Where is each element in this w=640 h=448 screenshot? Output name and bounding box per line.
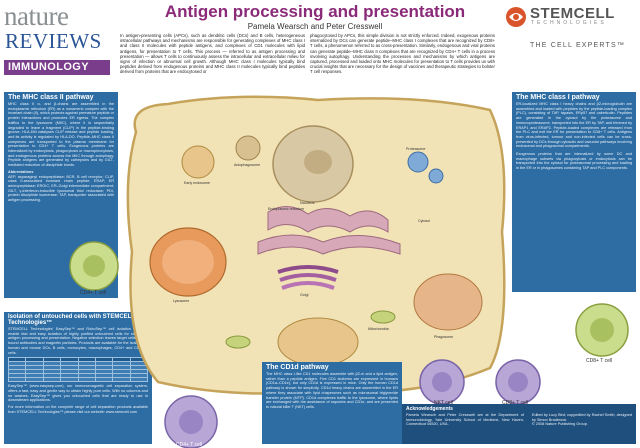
ack-copyright: © 2008 Nature Publishing Group. (531, 422, 588, 427)
intro-text-col2: phagocytosed by APCs, this simple divisi… (310, 33, 495, 75)
poster-authors: Pamela Wearsch and Peter Cresswell (247, 22, 383, 31)
stemcell-logo-icon (506, 7, 526, 27)
mhc-class-ii-text: MHC class II α- and β-chains are assembl… (8, 102, 114, 168)
cd1-lysosome (277, 317, 359, 367)
stemcell-slogan: THE CELL EXPERTS™ (530, 42, 626, 49)
mhc-class-i-text-2: Exogenous proteins that are internalized… (516, 152, 632, 171)
nature-logo: nature (4, 1, 69, 31)
phagosome-label: Phagosome (434, 335, 453, 339)
stemcell-tag: TECHNOLOGIES (531, 20, 607, 26)
tcell-left-label: CD4+ T cell (80, 290, 106, 296)
autophagosome-label: Autophagosome (234, 163, 260, 167)
immunology-logo: IMMUNOLOGY (4, 60, 110, 75)
cd1d-title: The CD1d pathway (266, 364, 329, 371)
ack-text: Pamela Wearsch and Peter Cresswell are a… (406, 413, 524, 427)
phagosome (413, 273, 483, 331)
mhc-class-i-title: The MHC class I pathway (516, 94, 600, 101)
cd8-label: CD8+ T cell (502, 400, 528, 406)
cd4-label: CD4+ T cell (176, 442, 202, 448)
early-endosome (181, 145, 215, 179)
endosome-label: Early endosome (184, 181, 210, 185)
poster-title: Antigen processing and presentation (164, 2, 466, 21)
endoplasmic-reticulum (267, 206, 389, 233)
mitochondria-label: Mitochondria (368, 327, 389, 331)
stemcell-name: STEMCELL (530, 5, 615, 22)
cd1d-text: The MHC class I-like CD1 molecules assem… (266, 372, 398, 409)
ack-title: Acknowledgements (406, 406, 453, 412)
mhc-class-ii-title: The MHC class II pathway (8, 94, 94, 101)
er-label: Endoplasmic reticulum (268, 207, 304, 211)
golgi-apparatus (277, 265, 339, 290)
proteasome (407, 151, 429, 173)
isolation-text-3: For more information on the complete ran… (8, 405, 148, 414)
tcell-right-label: CD8+ T cell (586, 358, 612, 364)
antigen-presenting-cell-diagram: Nucleus Endoplasmic reticulum Golgi Lyso… (126, 95, 506, 395)
cd8-t-cell-right: CD8+ T cell (575, 303, 629, 364)
cd8-t-cell: CD8+ T cell (495, 359, 541, 406)
acknowledgements-panel: Acknowledgements Pamela Wearsch and Pete… (402, 404, 636, 444)
ack-edited: Edited by Lucy Bird; copyedited by Rache… (531, 413, 632, 422)
abbreviations-text: AEP, asparaginyl endopeptidase; BCR, B c… (8, 174, 114, 203)
cd4-t-cell-bottom: CD4+ T cell (164, 395, 218, 448)
proteasome-label: Proteasome (406, 147, 425, 151)
golgi-label: Golgi (300, 293, 309, 297)
isolation-panel: Isolation of untouched cells with STEMCE… (4, 312, 152, 444)
mhc-class-i-panel: The MHC class I pathway ER-localized MHC… (512, 92, 636, 292)
autophagosome (235, 135, 261, 161)
isolation-text: STEMCELL Technologies' EasySep™ and Robo… (8, 327, 148, 355)
cytosol-label: Cytosol (418, 219, 430, 223)
nkt-cell: NKT cell (419, 359, 465, 406)
isolation-title: Isolation of untouched cells with STEMCE… (8, 314, 135, 326)
isolation-text-2: EasySep™ (www.easysep.com), our immunoma… (8, 384, 148, 403)
nucleus-label: Nucleus (300, 200, 314, 205)
mhc-class-i-text: ER-localized MHC class I heavy chains an… (516, 102, 632, 149)
intro-text-col1: In antigen-presenting cells (APCs), such… (120, 33, 305, 75)
abbreviations-title: Abbreviations (8, 169, 34, 174)
cd1d-panel: The CD1d pathway The MHC class I-like CD… (262, 362, 402, 444)
isolation-products-table (7, 357, 149, 383)
poster-header: nature REVIEWS IMMUNOLOGY Antigen proces… (0, 0, 640, 92)
mitochondria (370, 310, 396, 324)
reviews-logo: REVIEWS (5, 29, 102, 53)
nkt-label: NKT cell (434, 400, 453, 406)
lysosome-label: Lysosome (173, 299, 189, 303)
cd4-t-cell-left: CD4+ T cell (69, 241, 119, 296)
